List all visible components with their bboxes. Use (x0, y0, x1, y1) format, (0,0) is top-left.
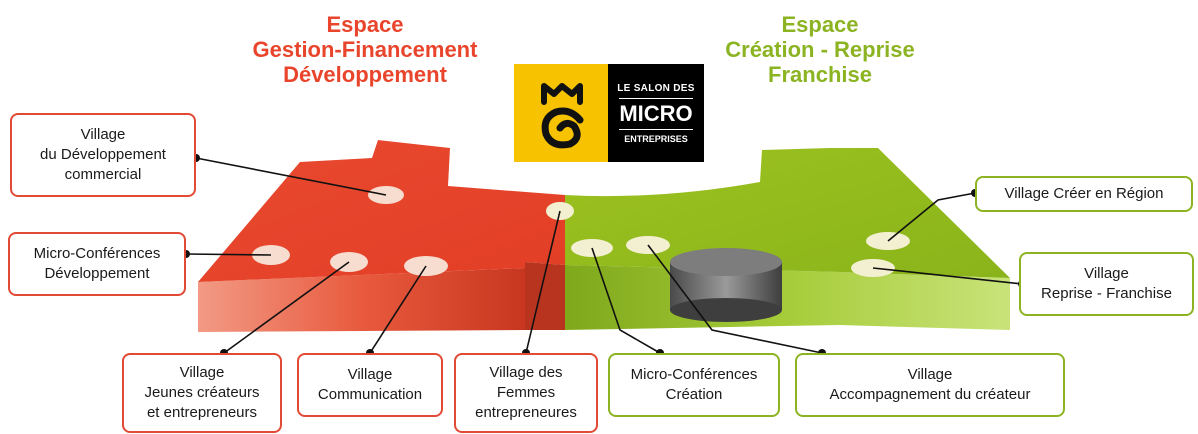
salon-logo: LE SALON DES MICRO ENTREPRISES (514, 64, 704, 162)
title-left-line1: Espace (326, 12, 404, 37)
label-reprise-franchise: Village Reprise - Franchise (1019, 252, 1194, 316)
logo-wordmark: LE SALON DES MICRO ENTREPRISES (608, 64, 704, 162)
title-right-line1: Espace (781, 12, 859, 37)
red-zone-side (198, 268, 525, 332)
label-micro-conf-dev-text: Micro-Conférences Développement (33, 245, 161, 282)
espace-gestion-title: Espace Gestion-Financement Développement (225, 12, 505, 87)
green-zone-top (565, 148, 1010, 278)
logo-mark-icon (514, 64, 608, 162)
logo-line3: ENTREPRISES (624, 133, 688, 144)
red-zone-top (198, 140, 565, 282)
label-jeunes-createurs: Village Jeunes créateurs et entrepreneur… (122, 353, 282, 433)
label-micro-conf-creation-text: Micro-Conférences Création (630, 366, 758, 403)
label-reprise-franchise-text: Village Reprise - Franchise (1041, 265, 1172, 302)
label-communication: Village Communication (297, 353, 443, 417)
label-micro-conferences-developpement: Micro-Conférences Développement (8, 232, 186, 296)
title-left-line3: Développement (283, 62, 447, 87)
label-communication-text: Village Communication (317, 366, 423, 403)
title-right-line3: Franchise (768, 62, 872, 87)
label-creer-en-region: Village Créer en Région (975, 176, 1193, 212)
label-developpement-commercial: Village du Développement commercial (10, 113, 196, 197)
logo-line2: MICRO (619, 97, 693, 130)
espace-creation-title: Espace Création - Reprise Franchise (690, 12, 950, 87)
cylinder-stage (670, 248, 782, 322)
label-creer-region-text: Village Créer en Région (1004, 185, 1164, 202)
logo-line1: LE SALON DES (617, 82, 695, 94)
label-jeunes-createurs-text: Village Jeunes créateurs et entrepreneur… (144, 364, 260, 421)
label-femmes-entrepreneures: Village des Femmes entrepreneures (454, 353, 598, 433)
title-right-line2: Création - Reprise (725, 37, 915, 62)
label-accompagnement-text: Village Accompagnement du créateur (829, 366, 1031, 403)
label-developpement-commercial-text: Village du Développement commercial (40, 126, 166, 183)
label-femmes-text: Village des Femmes entrepreneures (475, 364, 577, 421)
title-left-line2: Gestion-Financement (252, 37, 478, 62)
label-accompagnement-createur: Village Accompagnement du créateur (795, 353, 1065, 417)
label-micro-conferences-creation: Micro-Conférences Création (608, 353, 780, 417)
connectors (185, 157, 1023, 354)
